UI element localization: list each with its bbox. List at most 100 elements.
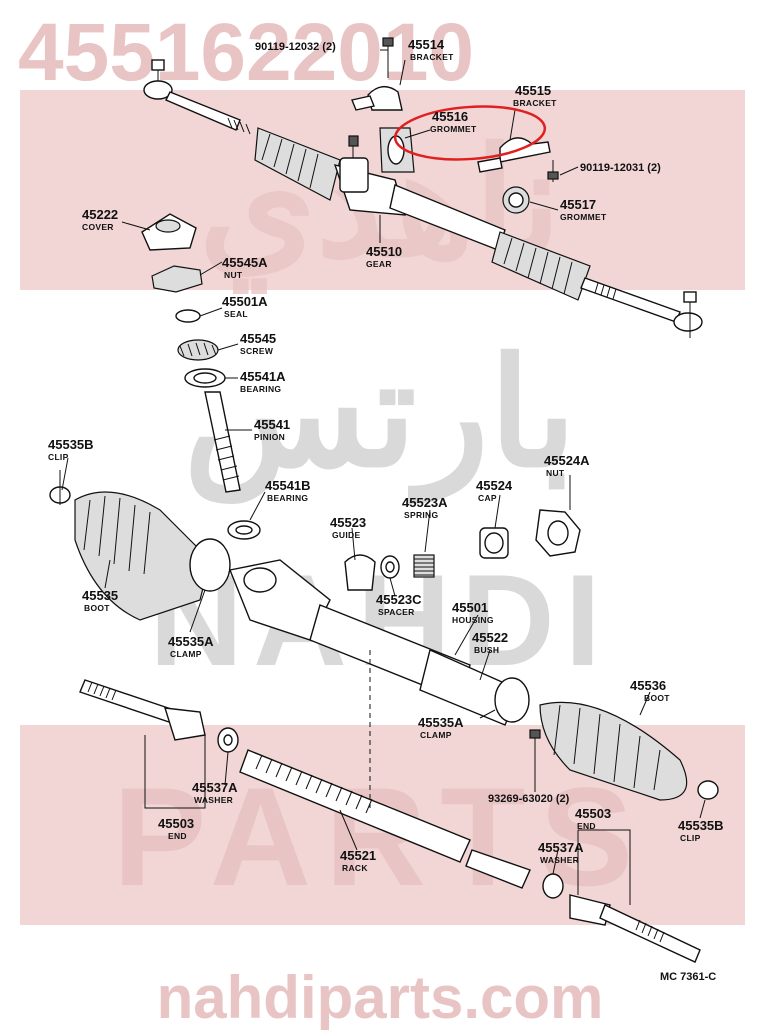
rack-part [239, 749, 471, 863]
svg-text:45523: 45523 [330, 515, 366, 530]
svg-text:BUSH: BUSH [474, 645, 499, 655]
svg-text:END: END [168, 831, 187, 841]
svg-text:NUT: NUT [224, 270, 243, 280]
svg-text:CLAMP: CLAMP [420, 730, 452, 740]
svg-text:BOOT: BOOT [84, 603, 110, 613]
steering-gear-assembly [143, 37, 703, 338]
svg-text:45535A: 45535A [168, 634, 214, 649]
svg-text:SPRING: SPRING [404, 510, 438, 520]
svg-text:GROMMET: GROMMET [560, 212, 607, 222]
svg-text:45510: 45510 [366, 244, 402, 259]
svg-text:BEARING: BEARING [240, 384, 281, 394]
svg-text:BEARING: BEARING [267, 493, 308, 503]
highlight-ring [393, 105, 547, 161]
svg-text:93269-63020 (2): 93269-63020 (2) [488, 793, 570, 805]
svg-text:45535A: 45535A [418, 715, 464, 730]
svg-text:45535: 45535 [82, 588, 118, 603]
svg-text:CLIP: CLIP [680, 833, 701, 843]
svg-text:SEAL: SEAL [224, 309, 248, 319]
svg-text:PINION: PINION [254, 432, 285, 442]
svg-text:CLAMP: CLAMP [170, 649, 202, 659]
boot-right-part [539, 701, 688, 801]
svg-text:COVER: COVER [82, 222, 114, 232]
svg-text:45541: 45541 [254, 417, 290, 432]
svg-text:END: END [577, 821, 596, 831]
svg-text:45535B: 45535B [48, 437, 94, 452]
svg-text:45515: 45515 [515, 83, 551, 98]
svg-text:45503: 45503 [575, 806, 611, 821]
svg-text:45545A: 45545A [222, 255, 268, 270]
svg-text:45514: 45514 [408, 37, 445, 52]
svg-text:90119-12031 (2): 90119-12031 (2) [580, 162, 661, 174]
svg-text:HOUSING: HOUSING [452, 615, 494, 625]
diagram-code: MC 7361-C [660, 971, 716, 983]
svg-text:BRACKET: BRACKET [410, 52, 454, 62]
svg-text:GEAR: GEAR [366, 259, 392, 269]
svg-text:45501A: 45501A [222, 294, 268, 309]
svg-text:SCREW: SCREW [240, 346, 274, 356]
svg-text:45501: 45501 [452, 600, 488, 615]
svg-text:45521: 45521 [340, 848, 376, 863]
svg-text:45537A: 45537A [192, 780, 238, 795]
svg-text:45545: 45545 [240, 331, 276, 346]
svg-text:GUIDE: GUIDE [332, 530, 360, 540]
svg-text:BRACKET: BRACKET [513, 98, 557, 108]
svg-text:WASHER: WASHER [194, 795, 233, 805]
svg-text:45523A: 45523A [402, 495, 448, 510]
leader-lines [61, 49, 706, 905]
svg-text:45516: 45516 [432, 109, 468, 124]
svg-text:45541B: 45541B [265, 478, 311, 493]
svg-text:45536: 45536 [630, 678, 666, 693]
svg-text:45222: 45222 [82, 207, 118, 222]
svg-text:45517: 45517 [560, 197, 596, 212]
nut-part [151, 265, 203, 293]
label-90119-12032[interactable]: 90119-12032 (2) [255, 41, 336, 53]
svg-text:45535B: 45535B [678, 818, 724, 833]
watermark-part-number: 4551622010 [18, 7, 474, 98]
label-93269-63020[interactable]: 93269-63020 (2) [488, 793, 570, 805]
svg-text:SPACER: SPACER [378, 607, 415, 617]
svg-text:90119-12032 (2): 90119-12032 (2) [255, 41, 336, 53]
svg-text:45522: 45522 [472, 630, 508, 645]
svg-text:45524: 45524 [476, 478, 513, 493]
exploded-assembly [49, 470, 719, 963]
svg-text:45524A: 45524A [544, 453, 590, 468]
svg-text:RACK: RACK [342, 863, 368, 873]
svg-text:WASHER: WASHER [540, 855, 579, 865]
label-90119-12031[interactable]: 90119-12031 (2) [580, 162, 661, 174]
svg-text:45541A: 45541A [240, 369, 286, 384]
clamp-right-part [494, 677, 530, 723]
svg-text:45523C: 45523C [376, 592, 422, 607]
